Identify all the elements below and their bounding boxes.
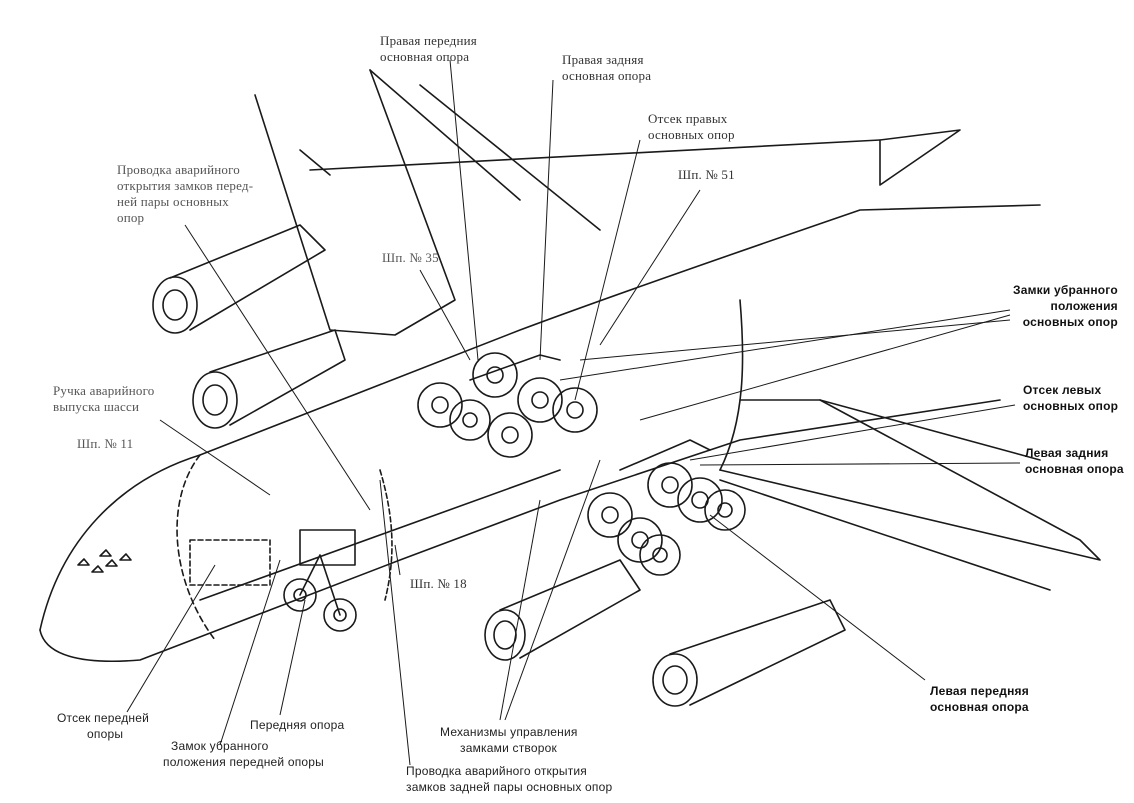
label-wiring-front-pair: Проводка аварийного открытия замков пере… (117, 162, 254, 225)
label-wiring-rear-pair: Проводка аварийного открытия замков задн… (406, 764, 613, 794)
nose-bay-box (189, 539, 271, 586)
left-main-gear (587, 439, 746, 576)
label-emergency-handle: Ручка аварийного выпуска шасси (53, 383, 155, 414)
label-right-bay: Отсек правых основных опор (648, 111, 735, 142)
engine-4 (652, 653, 698, 707)
label-left-bay: Отсек левых основных опор (1023, 383, 1119, 413)
leader-lines (126, 59, 1021, 766)
nose-wheel-2 (323, 598, 357, 632)
engine-3 (484, 609, 526, 661)
label-right-rear-main: Правая задняя основная опора (562, 52, 652, 83)
label-frame-35: Шп. № 35 (382, 250, 439, 265)
label-frame-18: Шп. № 18 (410, 576, 467, 591)
nose-wheel-1 (283, 578, 317, 612)
right-wing-edge (309, 139, 881, 171)
label-frame-11: Шп. № 11 (77, 436, 134, 451)
label-nose-gear: Передняя опора (250, 718, 345, 732)
label-right-front-main: Правая передния основная опора (380, 33, 477, 64)
cockpit-windows (77, 549, 132, 573)
right-wing-inner (254, 69, 456, 336)
right-main-gear (417, 352, 598, 458)
label-left-rear-main: Левая задния основная опора (1025, 446, 1124, 476)
label-nose-uplock: Замок убранного положения передней опоры (163, 739, 324, 769)
fuselage-bottom (39, 399, 1001, 663)
tail-fin (879, 129, 961, 186)
nose-bay-door (299, 529, 356, 566)
label-left-front-main: Левая передняя основная опора (930, 684, 1029, 714)
label-door-lock-mechanisms: Механизмы управления замками створок (440, 725, 578, 755)
label-uplocks-main: Замки убранного положения основных опор (1013, 283, 1118, 329)
engine-2 (192, 371, 238, 429)
engine-1 (152, 276, 198, 334)
label-nose-bay: Отсек передней опоры (57, 711, 150, 741)
label-frame-51: Шп. № 51 (678, 167, 735, 182)
fuselage-top (39, 204, 1041, 631)
left-wing (719, 399, 1101, 561)
